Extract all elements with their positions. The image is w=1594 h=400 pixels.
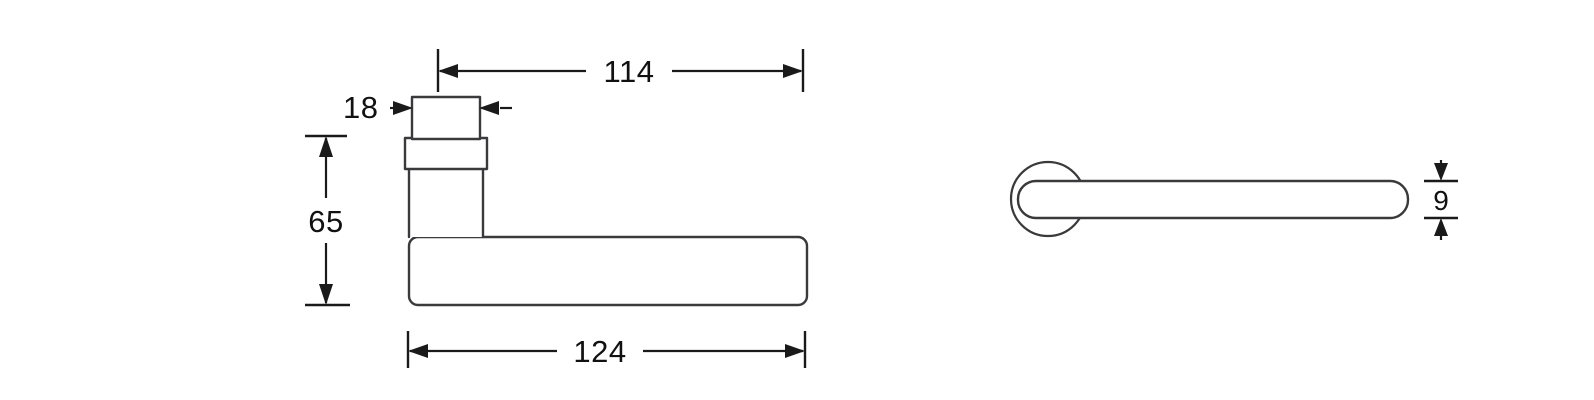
dim-9-arrow-bottom xyxy=(1434,218,1448,236)
dim-124-arrow-left xyxy=(408,344,428,358)
dim-114: 114 xyxy=(436,49,805,92)
dim-114-arrow-left xyxy=(438,64,458,78)
dim-65: 65 xyxy=(305,134,350,307)
dim-65-label: 65 xyxy=(308,204,343,239)
dim-18-label: 18 xyxy=(343,90,378,125)
dim-124-label: 124 xyxy=(573,334,626,369)
dim-9: 9 xyxy=(1424,160,1458,240)
dim-18-arrow-left xyxy=(393,101,413,115)
spindle xyxy=(410,95,482,141)
dim-18: 18 xyxy=(343,90,512,125)
lever-body xyxy=(407,235,809,307)
dim-65-arrow-top xyxy=(319,136,333,157)
dim-9-arrow-top xyxy=(1434,163,1448,181)
neck xyxy=(407,166,485,239)
collar xyxy=(403,136,489,171)
lever-bar xyxy=(1016,179,1410,220)
dim-18-arrow-right xyxy=(479,101,499,115)
dim-114-label: 114 xyxy=(604,54,655,89)
dim-124-arrow-right xyxy=(785,344,805,358)
dim-124: 124 xyxy=(406,331,807,369)
dim-65-arrow-bottom xyxy=(319,284,333,305)
front-view xyxy=(403,95,809,307)
dim-9-label: 9 xyxy=(1433,185,1449,216)
dim-114-arrow-right xyxy=(783,64,803,78)
side-view xyxy=(1009,160,1410,238)
